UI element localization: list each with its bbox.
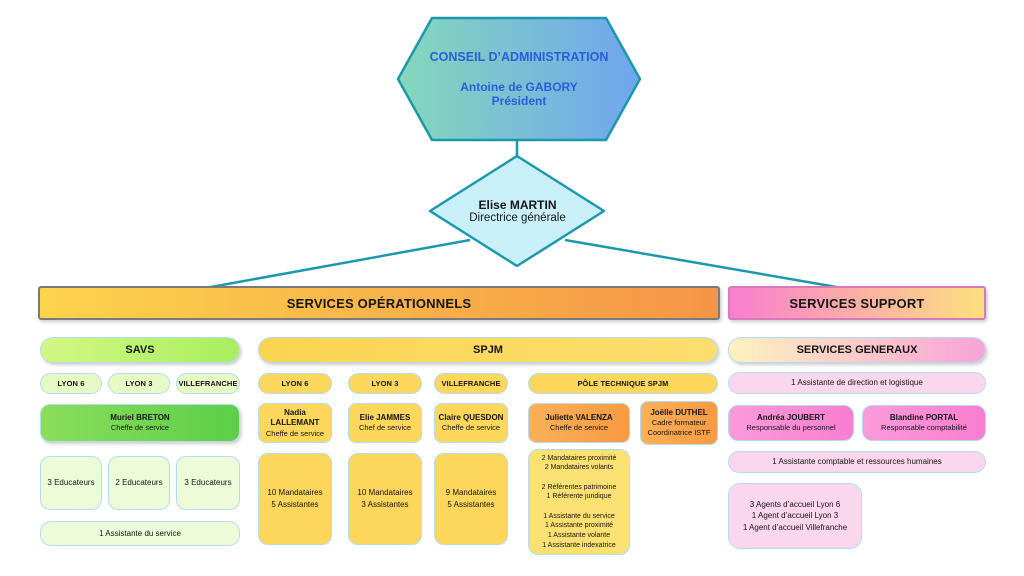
spjm-chief-name: Elie JAMMES — [359, 412, 411, 422]
support-accueil-label: 3 Agents d’accueil Lyon 6 1 Agent d’accu… — [742, 499, 848, 532]
spjm-location-villefranche: VILLEFRANCHE — [434, 373, 508, 394]
spjm-chief-card-3: Claire QUESDON Cheffe de service — [434, 403, 508, 443]
support-assistant-direction-label: 1 Assistante de direction et logistique — [791, 378, 923, 388]
spjm-chief-card-4: Juliette VALENZA Cheffe de service — [528, 403, 630, 443]
operational-banner-label: SERVICES OPÉRATIONNELS — [286, 295, 472, 311]
board-hexagon — [396, 16, 642, 142]
savs-assistant-label: 1 Assistante du service — [99, 528, 181, 538]
support-banner: SERVICES SUPPORT — [728, 286, 986, 320]
spjm-title: SPJM — [473, 344, 503, 356]
board-president-name: Antoine de GABORY — [460, 80, 578, 94]
savs-team-label: 3 Educateurs — [184, 478, 232, 488]
savs-team-label: 3 Educateurs — [47, 478, 95, 488]
operational-banner: SERVICES OPÉRATIONNELS — [38, 286, 720, 320]
support-chief-name: Andréa JOUBERT — [756, 412, 825, 422]
savs-header: SAVS — [40, 337, 240, 363]
spjm-location-label: VILLEFRANCHE — [441, 379, 501, 388]
board-president-role: Président — [491, 94, 547, 108]
spjm-chief-card-5: Joëlle DUTHEL Cadre formateur Coordinatr… — [640, 401, 718, 445]
spjm-team-label: 9 Mandataires 5 Assistantes — [445, 488, 497, 509]
support-chief-role: Responsable du personnel — [746, 423, 836, 433]
savs-location-label: LYON 3 — [125, 379, 153, 388]
savs-chief-name: Muriel BRETON — [110, 412, 170, 422]
support-chief-card-1: Andréa JOUBERT Responsable du personnel — [728, 405, 854, 441]
spjm-team-3: 9 Mandataires 5 Assistantes — [434, 453, 508, 545]
spjm-location-lyon6: LYON 6 — [258, 373, 332, 394]
services-generaux-title: SERVICES GENERAUX — [796, 344, 918, 356]
spjm-location-pole-technique: PÔLE TECHNIQUE SPJM — [528, 373, 718, 394]
spjm-location-label: LYON 6 — [281, 379, 309, 388]
spjm-chief-role: Cheffe de service — [441, 423, 501, 433]
board-title: CONSEIL D’ADMINISTRATION — [429, 50, 609, 64]
services-generaux-header: SERVICES GENERAUX — [728, 337, 986, 363]
savs-location-lyon6: LYON 6 — [40, 373, 102, 394]
support-accueil-card: 3 Agents d’accueil Lyon 6 1 Agent d’accu… — [728, 483, 862, 549]
savs-location-villefranche: VILLEFRANCHE — [176, 373, 240, 394]
spjm-chief-card-2: Elie JAMMES Chef de service — [348, 403, 422, 443]
spjm-chief-role: Cheffe de service — [265, 428, 325, 438]
spjm-chief-role: Chef de service — [358, 423, 412, 433]
support-chief-role: Responsable comptabilité — [881, 423, 967, 433]
savs-title: SAVS — [125, 344, 155, 356]
savs-team-educators-2: 2 Educateurs — [108, 456, 170, 510]
support-assistant-comptable-pill: 1 Assistante comptable et ressources hum… — [728, 451, 986, 473]
spjm-chief-role: Cadre formateur Coordinatrice ISTF — [647, 418, 711, 438]
support-assistant-direction-pill: 1 Assistante de direction et logistique — [728, 372, 986, 394]
savs-assistant-pill: 1 Assistante du service — [40, 521, 240, 546]
spjm-header: SPJM — [258, 337, 718, 363]
spjm-team-1: 10 Mandataires 5 Assistantes — [258, 453, 332, 545]
spjm-pole-team: 2 Mandataires proximité 2 Mandataires vo… — [528, 449, 630, 555]
director-diamond — [428, 154, 606, 268]
savs-chief-card: Muriel BRETON Cheffe de service — [40, 404, 240, 442]
savs-team-educators-1: 3 Educateurs — [40, 456, 102, 510]
director-card: Elise MARTIN Directrice générale — [430, 156, 605, 266]
support-assistant-comptable-label: 1 Assistante comptable et ressources hum… — [772, 457, 942, 467]
savs-team-label: 2 Educateurs — [115, 478, 163, 488]
savs-chief-role: Cheffe de service — [110, 423, 170, 433]
spjm-chief-name: Claire QUESDON — [438, 412, 504, 422]
spjm-pole-team-label: 2 Mandataires proximité 2 Mandataires vo… — [541, 454, 617, 549]
support-chief-name: Blandine PORTAL — [889, 412, 959, 422]
spjm-location-label: PÔLE TECHNIQUE SPJM — [577, 379, 669, 388]
support-banner-label: SERVICES SUPPORT — [789, 295, 925, 311]
spjm-chief-name: Juliette VALENZA — [545, 412, 613, 422]
spjm-location-lyon3: LYON 3 — [348, 373, 422, 394]
savs-team-educators-3: 3 Educateurs — [176, 456, 240, 510]
director-role: Directrice générale — [469, 212, 566, 224]
spjm-team-2: 10 Mandataires 3 Assistantes — [348, 453, 422, 545]
connector-right-line — [564, 238, 849, 291]
savs-location-lyon3: LYON 3 — [108, 373, 170, 394]
director-name: Elise MARTIN — [478, 198, 557, 212]
spjm-location-label: LYON 3 — [371, 379, 399, 388]
support-chief-card-2: Blandine PORTAL Responsable comptabilité — [862, 405, 986, 441]
spjm-chief-card-1: Nadia LALLEMANT Cheffe de service — [258, 403, 332, 443]
board-card: CONSEIL D’ADMINISTRATION Antoine de GABO… — [398, 18, 640, 140]
spjm-chief-name: Nadia LALLEMANT — [270, 407, 320, 428]
savs-location-label: LYON 6 — [57, 379, 85, 388]
spjm-team-label: 10 Mandataires 3 Assistantes — [357, 488, 413, 509]
savs-location-label: VILLEFRANCHE — [178, 379, 238, 388]
connector-left-line — [199, 238, 471, 291]
spjm-chief-role: Cheffe de service — [549, 423, 609, 433]
spjm-chief-name: Joëlle DUTHEL — [650, 408, 708, 418]
spjm-team-label: 10 Mandataires 5 Assistantes — [267, 488, 323, 509]
